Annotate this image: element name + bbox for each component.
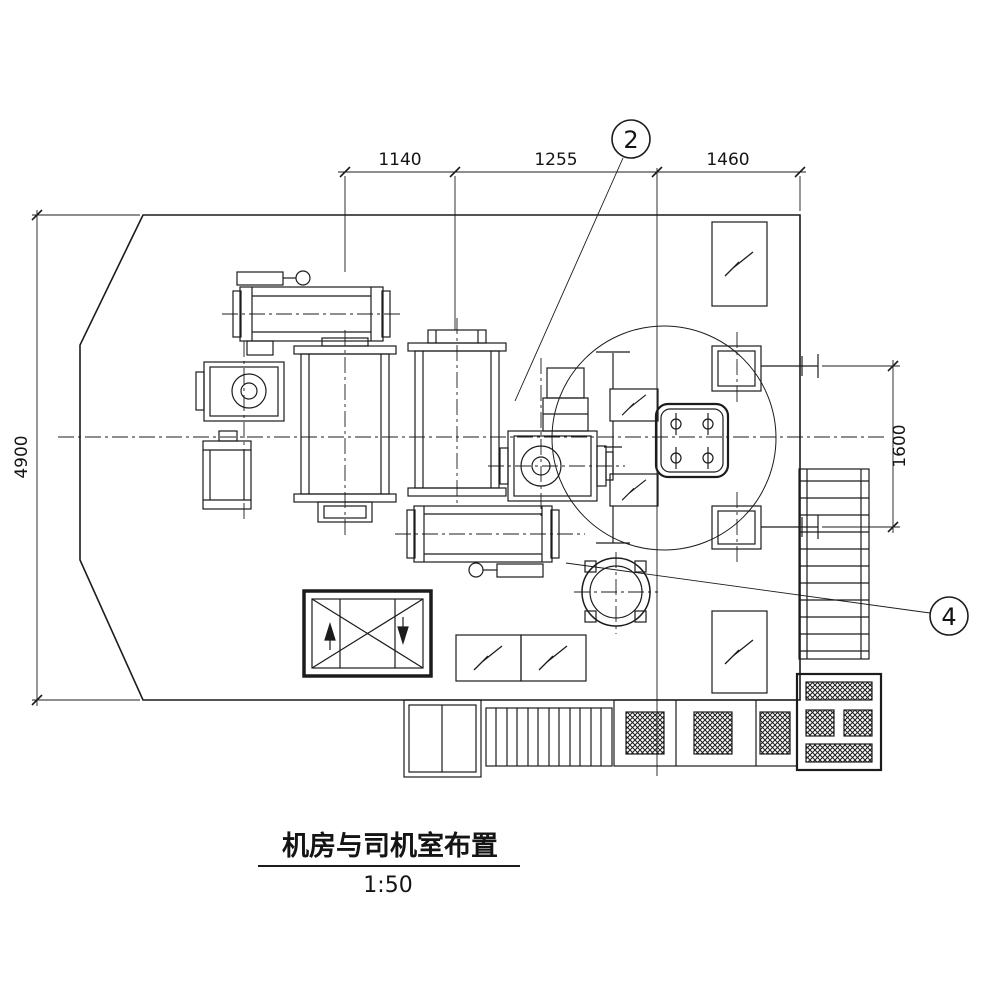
motor-gearbox-unit — [488, 358, 625, 520]
slewing-circle — [551, 325, 777, 551]
cab-corridor — [613, 699, 798, 767]
rope-drum-center — [407, 318, 507, 505]
stairs-bottom — [485, 707, 613, 767]
dimension-chain-top: 1140 1255 1460 — [338, 150, 806, 330]
dimension-right: 1600 — [822, 360, 910, 533]
hatch-arrow-down — [397, 626, 409, 646]
duct-box — [403, 699, 482, 778]
access-panel — [654, 402, 730, 479]
ladder-right — [798, 468, 870, 660]
window-glass-mid-upper — [609, 388, 659, 422]
window-glass-bottom-center-left — [455, 634, 522, 682]
drawing-scale: 1:50 — [363, 873, 412, 898]
structural-posts — [596, 351, 630, 544]
callout-2: 2 — [514, 119, 651, 402]
hoist-motor-assembly — [222, 270, 400, 356]
dim-label-4900: 4900 — [12, 435, 32, 478]
drawing-title: 机房与司机室布置 — [282, 830, 498, 862]
dim-label-1600: 1600 — [890, 424, 910, 467]
control-box — [202, 430, 252, 510]
hand-release-knob — [295, 270, 311, 286]
cabinet-hatched — [795, 672, 883, 772]
callout-2-label: 2 — [623, 126, 638, 154]
dim-label-1460: 1460 — [706, 150, 749, 170]
callout-2-balloon — [611, 119, 651, 159]
rope-drum-left — [293, 330, 397, 538]
dim-label-1140: 1140 — [378, 150, 421, 170]
hatch-arrow-up — [324, 621, 336, 641]
brake-cylinder-unit — [395, 505, 585, 578]
callout-4-label: 4 — [941, 603, 956, 631]
buffer-stop-lower — [711, 492, 819, 562]
callout-4: 4 — [565, 562, 969, 636]
callout-4-balloon — [929, 596, 969, 636]
window-glass-bottom-right — [711, 610, 768, 694]
worm-gearbox — [195, 341, 285, 522]
window-glass-mid-lower — [609, 473, 659, 507]
dim-label-1255: 1255 — [534, 150, 577, 170]
dimension-left: 4900 — [12, 209, 140, 706]
buffer-stop-upper — [711, 332, 819, 402]
machine-room-outline — [79, 214, 801, 701]
release-lever-knob — [468, 562, 484, 578]
drawing-title-block: 机房与司机室布置 1:50 — [258, 830, 520, 898]
window-glass-top-right — [711, 221, 768, 307]
fan-motor-unit — [574, 552, 658, 634]
escape-hatch — [302, 589, 433, 678]
window-glass-bottom-center-right — [520, 634, 587, 682]
